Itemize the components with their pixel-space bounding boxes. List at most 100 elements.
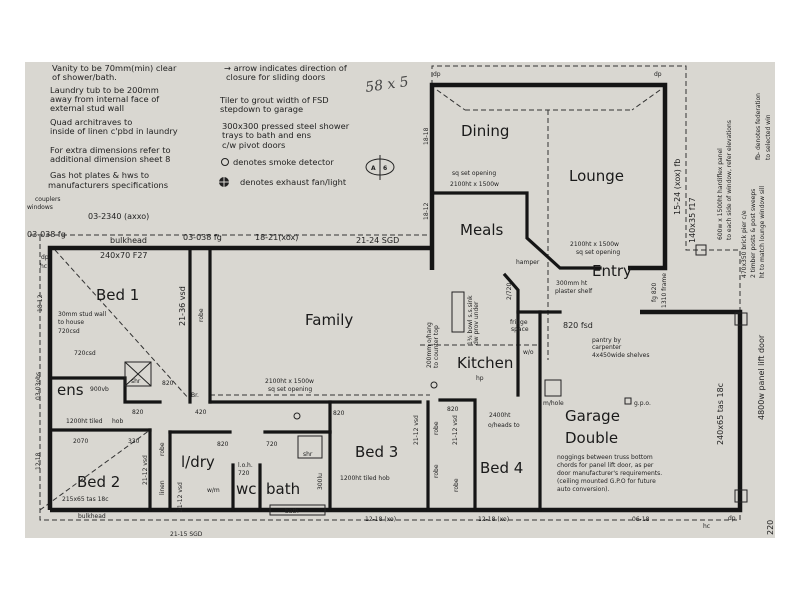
annotation: shr: [303, 451, 313, 458]
note-line: to selected win: [765, 114, 772, 160]
annotation: 18-21(xox): [255, 233, 298, 242]
annotation: 03-038 fg: [27, 230, 66, 239]
annotation: robe: [433, 421, 440, 435]
annotation: auto conversion).: [557, 486, 609, 493]
note-line: → arrow indicates direction of: [224, 63, 348, 73]
annotation: 215x65 tas 18c: [62, 496, 109, 503]
note-line: to each side of window, refer elevations: [726, 120, 733, 240]
annotation: noggings between truss bottom: [557, 454, 653, 461]
room-bed3: Bed 3: [355, 443, 398, 461]
note-line: of shower/bath.: [52, 72, 117, 82]
annotation: chords for panel lift door, as per: [557, 462, 654, 469]
annotation: 03-2340 (axxo): [88, 212, 149, 221]
annotation: 200mm o/hang: [426, 322, 433, 368]
annotation: 03-038 fg: [183, 233, 222, 242]
annotation: g.p.o.: [634, 400, 651, 407]
note-line: inside of linen c'pbd in laundry: [50, 126, 178, 136]
annotation: 820: [132, 409, 144, 416]
shower-icon: [124, 361, 152, 387]
annotation: l.o.h.: [238, 462, 253, 469]
annotation: shr: [131, 378, 141, 385]
room-wc: wc: [236, 480, 257, 498]
annotation: 21-12 vsd: [413, 415, 420, 445]
note-line: denotes exhaust fan/light: [240, 177, 347, 187]
annotation: dp: [433, 71, 441, 78]
annotation: w/o: [523, 349, 534, 356]
annotation: 1200ht tiled: [66, 418, 103, 425]
annotation: hob: [112, 418, 123, 425]
room-garage-double: Double: [565, 429, 618, 447]
smoke-detector-icon: [430, 381, 438, 389]
annotation: 820: [447, 406, 459, 413]
annotation: robe: [433, 464, 440, 478]
annotation: plaster shelf: [555, 288, 593, 295]
note-line: additional dimension sheet 8: [50, 154, 170, 164]
room-meals: Meals: [460, 221, 504, 239]
shower-icon: [297, 435, 323, 459]
annotation: 4x450wide shelves: [592, 352, 649, 359]
annotation: dp: [728, 515, 736, 522]
annotation: Br.: [191, 392, 199, 399]
annotation: (ceiling mounted G.P.O for future: [557, 478, 656, 485]
annotation: hp: [476, 375, 484, 382]
annotation: 720csd: [74, 350, 96, 357]
note-line: trays to bath and ens: [222, 130, 311, 140]
annotation: 720: [238, 470, 250, 477]
handwritten-note: 58 x 5: [364, 74, 409, 96]
notes-middle: → arrow indicates direction of closure f…: [216, 63, 350, 190]
room-labels: Dining Lounge Meals Entry Bed 1 Family K…: [57, 122, 632, 498]
note-line: fb- denotes federation: [755, 93, 762, 160]
annotation: 820 fsd: [563, 321, 593, 330]
annotation: 18-12: [423, 202, 430, 220]
manhole-icon: [544, 379, 562, 397]
annotation: 21-12 vsd: [177, 482, 184, 512]
note-line: 4800w panel lift door: [757, 334, 766, 420]
annotation: 140x35 f17: [688, 197, 697, 243]
note-line: 2 timber posts & post sweeps: [750, 189, 757, 278]
annotation: space: [511, 326, 529, 333]
annotation: 2100ht x 1500w: [450, 181, 499, 188]
annotation: 12-18: [35, 452, 42, 470]
annotation: door manufacturer's requirements.: [557, 470, 662, 477]
note-line: Laundry tub to be 200mm: [50, 85, 159, 95]
room-kitchen: Kitchen: [457, 354, 513, 372]
section-marker: A 6: [365, 155, 395, 180]
smoke-detector-icon: [293, 412, 301, 420]
annotation: 21-12 vsd: [142, 455, 149, 485]
room-bed1: Bed 1: [96, 286, 139, 304]
annotation: bath: [285, 508, 299, 515]
annotation: 21-15 SGD: [170, 531, 203, 538]
annotation: dw prov under: [473, 301, 480, 345]
annotation: 18-12: [37, 294, 44, 312]
note-line: 300x300 pressed steel shower: [222, 121, 350, 131]
note-line: ht to match lounge window sill: [759, 186, 766, 278]
annotation: 1310 frame: [661, 273, 668, 308]
exhaust-fan-icon: [216, 174, 232, 190]
annotation: bulkhead: [110, 236, 147, 245]
annotation: linen: [159, 480, 166, 495]
note-line: Vanity to be 70mm(min) clear: [52, 63, 177, 73]
annotation: 820: [333, 410, 345, 417]
annotation: 21-12 vsd: [452, 415, 459, 445]
annotation: sq set opening: [268, 386, 312, 393]
annotation: m/hole: [543, 400, 564, 407]
note-line: manufacturers specifications: [48, 180, 168, 190]
annotation: 820: [162, 380, 174, 387]
annotation: 2400ht: [489, 412, 511, 419]
note-line: away from internal face of: [50, 94, 160, 104]
annotation: 12-18 (xo): [478, 516, 509, 523]
annotation: windows: [27, 204, 53, 211]
annotation: 330: [128, 438, 140, 445]
annotation: 12-18 (xo): [365, 516, 396, 523]
annotation: to counter top: [433, 325, 440, 368]
note-line: closure for sliding doors: [226, 72, 325, 82]
annotation: 21-24 SGD: [356, 236, 399, 245]
room-garage: Garage: [565, 407, 620, 425]
annotation: dp: [41, 254, 49, 261]
annotation: 720csd: [58, 328, 80, 335]
annotation: robe: [453, 478, 460, 492]
smoke-detector-icon: [221, 158, 229, 166]
annotations: couplers windows 03-2340 (axxo) 03-038 f…: [27, 71, 748, 538]
annotation: fg 820: [651, 283, 658, 302]
annotation: 420: [195, 409, 207, 416]
